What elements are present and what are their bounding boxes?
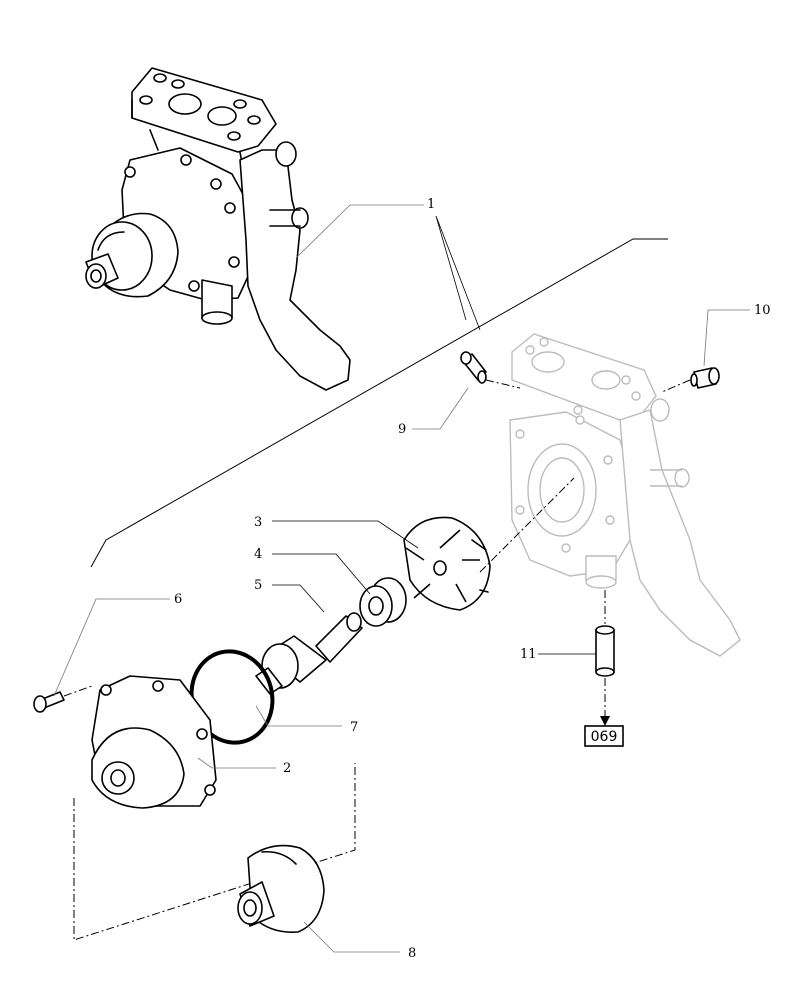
pump-housing-ghost [509,333,741,657]
plug-part-10 [661,367,720,393]
callout-1: 1 [427,197,435,212]
leader-lines [53,204,750,953]
callout-8: 8 [408,946,416,961]
callout-11: 11 [520,647,537,662]
callout-9: 9 [398,422,406,437]
reference-box-069[interactable]: 069 [584,725,624,747]
assembled-water-pump [85,67,351,391]
cover-part-2 [91,675,217,809]
callout-5: 5 [254,578,262,593]
callout-7: 7 [350,720,358,735]
shaft-bearing-part-5 [255,612,363,695]
sleeve-part-11 [595,590,615,726]
assembly-dash-box [73,763,356,941]
separator-line [90,238,668,568]
reference-box-label: 069 [591,729,618,745]
callout-6: 6 [174,592,182,607]
callout-3: 3 [254,515,262,530]
plug-part-9 [460,351,521,389]
pulley-part-8 [237,844,325,933]
bolt-part-6 [33,685,93,713]
seal-part-4 [359,577,407,627]
callout-4: 4 [254,547,262,562]
callout-10: 10 [754,303,771,318]
impeller-part-3 [403,516,491,611]
callout-2: 2 [283,761,291,776]
